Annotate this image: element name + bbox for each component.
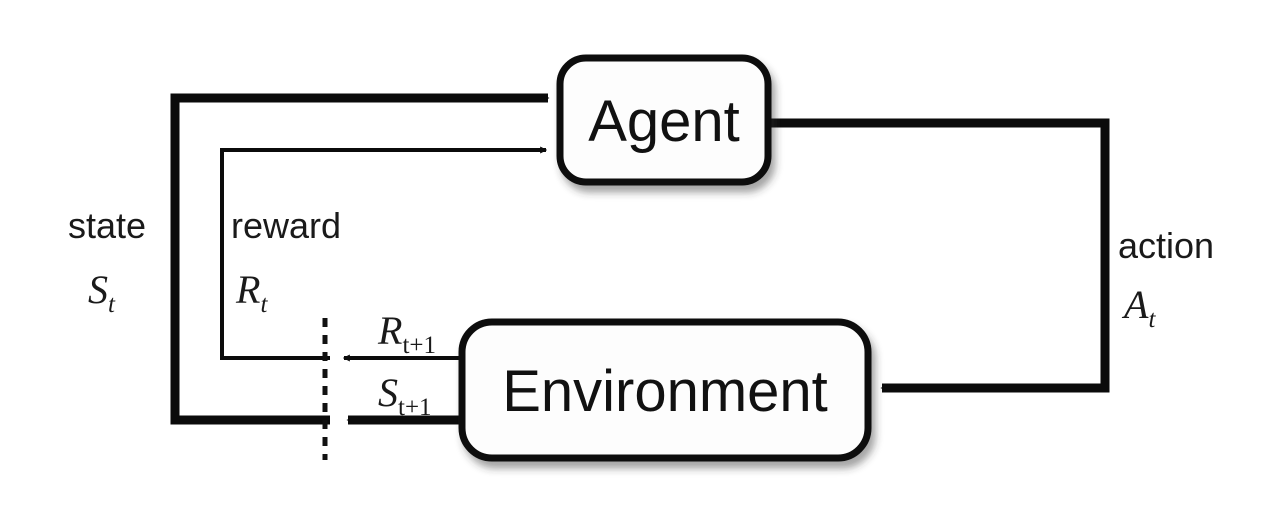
- label-state: state St: [68, 205, 146, 318]
- label-reward: reward Rt: [231, 205, 341, 318]
- action-symbol-glyph: A: [1121, 282, 1149, 327]
- node-agent[interactable]: Agent: [556, 54, 772, 186]
- node-environment[interactable]: Environment: [458, 318, 872, 462]
- state-subscript-glyph: t: [108, 291, 116, 318]
- next-state-subscript-glyph: t+1: [398, 394, 432, 421]
- state-symbol-label: St: [88, 267, 116, 318]
- edge-reward-to-agent: [220, 146, 548, 360]
- action-subscript-glyph: t: [1148, 306, 1156, 333]
- label-next-state: St+1: [378, 370, 432, 421]
- environment-box[interactable]: [458, 318, 872, 462]
- action-symbol-label: At: [1121, 282, 1156, 333]
- label-next-reward: Rt+1: [377, 308, 436, 359]
- next-reward-symbol-glyph: R: [377, 308, 402, 353]
- action-line: [768, 118, 1110, 393]
- edge-state-to-agent: [170, 93, 550, 425]
- state-symbol-glyph: S: [88, 267, 108, 312]
- reward-feedback-line: [220, 146, 548, 360]
- agent-box[interactable]: [556, 54, 772, 186]
- agent-label: Agent: [588, 89, 740, 154]
- reward-symbol-glyph: R: [235, 267, 260, 312]
- next-reward-symbol-label: Rt+1: [377, 308, 436, 359]
- next-state-symbol-glyph: S: [378, 370, 398, 415]
- next-state-symbol-label: St+1: [378, 370, 432, 421]
- next-reward-subscript-glyph: t+1: [402, 332, 436, 359]
- state-word-label: state: [68, 205, 146, 246]
- environment-label: Environment: [502, 359, 828, 424]
- edge-agent-to-environment: [768, 118, 1110, 393]
- label-action: action At: [1118, 225, 1214, 333]
- action-word-label: action: [1118, 225, 1214, 266]
- reward-word-label: reward: [231, 205, 341, 246]
- state-feedback-line: [170, 93, 550, 425]
- reward-symbol-label: Rt: [235, 267, 268, 318]
- reward-subscript-glyph: t: [260, 291, 268, 318]
